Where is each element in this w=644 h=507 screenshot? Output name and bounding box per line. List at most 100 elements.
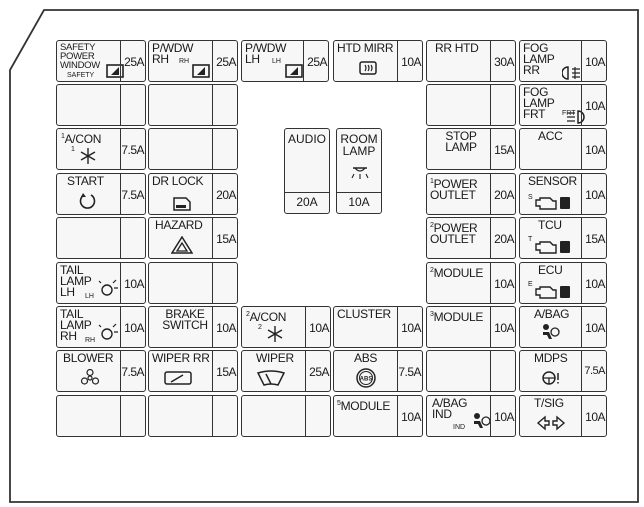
fuse-amp-divider [397, 41, 398, 81]
fuse-amp-divider [490, 174, 491, 214]
fuse-label: BRAKE SWITCH [162, 307, 208, 332]
fuse-cluster: CLUSTER 10A [333, 306, 423, 348]
fuse-amp: 15A [494, 143, 514, 157]
start-button-icon [79, 193, 96, 209]
fuse-module-5: 5MODULE 10A [333, 395, 423, 437]
fuse-sensor: SENSOR S 10A [519, 173, 607, 215]
fuse-amp-divider [490, 307, 491, 347]
fuse-amp-divider [397, 351, 398, 391]
fuse-amp-divider [120, 307, 121, 347]
fuse-divider [337, 192, 381, 193]
fuse-abag-ind: A/BAG IND IND 10A [426, 395, 516, 437]
fuse-label: P/WDW RH [152, 41, 194, 66]
fuse-amp: 10A [585, 321, 605, 335]
fuse-label: 5MODULE [337, 399, 391, 413]
fuse-amp-divider [581, 307, 582, 347]
hazard-triangle-icon [171, 236, 193, 254]
door-lock-icon [173, 197, 191, 211]
fuse-amp: 10A [401, 55, 421, 69]
fuse-empty [426, 350, 516, 392]
fuse-empty [56, 84, 146, 126]
steering-warning-icon [542, 371, 559, 385]
fuse-amp: 15A [216, 232, 236, 246]
fuse-amp-divider [305, 351, 306, 391]
fuse-hazard: HAZARD 15A [148, 217, 238, 259]
fuse-acon-1: 1A/CON 1 7.5A [56, 128, 146, 170]
fuse-amp-divider [212, 396, 213, 436]
fuse-tail-lamp-lh: TAIL LAMP LH LH 10A [56, 262, 146, 304]
fuse-fog-lamp-frt: FOG LAMP FRT FRT 10A [519, 84, 607, 126]
fuse-amp: 7.5A [121, 365, 144, 379]
turn-signal-icon [536, 415, 566, 431]
tail-lamp-icon [98, 279, 118, 296]
fuse-amp-divider [212, 129, 213, 169]
fuse-amp-divider [397, 396, 398, 436]
fuse-sub-label: S [528, 194, 533, 201]
fuse-abs: ABS ABS 7.5A [333, 350, 423, 392]
fuse-empty [148, 128, 238, 170]
fuse-amp-divider [581, 396, 582, 436]
fuse-label: TAIL LAMP LH [60, 263, 92, 299]
fuse-amp-divider [212, 351, 213, 391]
fuse-brake-switch: BRAKE SWITCH 10A [148, 306, 238, 348]
fuse-amp-divider [303, 41, 304, 81]
fuse-rr-htd: RR HTD 30A [426, 40, 516, 82]
fuse-ecu: ECU E 10A [519, 262, 607, 304]
fuse-amp: 7.5A [398, 365, 421, 379]
fuse-sub-label: IND [453, 424, 466, 431]
fuse-amp-divider [120, 396, 121, 436]
fuse-amp: 15A [585, 232, 605, 246]
fuse-audio: AUDIO 20A [284, 128, 330, 214]
fuse-power-outlet-2: 2POWER OUTLET 20A [426, 217, 516, 259]
fuse-amp-divider [305, 396, 306, 436]
fuse-empty [56, 217, 146, 259]
fuse-amp-divider [581, 174, 582, 214]
fuse-label: CLUSTER [337, 307, 391, 321]
fuse-amp-divider [581, 41, 582, 81]
fuse-amp-divider [581, 129, 582, 169]
engine-tcu-icon [535, 241, 570, 254]
fuse-label: STOP LAMP [445, 129, 477, 154]
fuse-sub-label: RH [85, 337, 96, 344]
fuse-amp: 10A [585, 188, 605, 202]
fuse-label: ACC [538, 129, 563, 143]
fuse-amp-divider [212, 218, 213, 258]
fuse-amp-divider [490, 396, 491, 436]
fuse-empty [148, 395, 238, 437]
fuse-wiper-rr: WIPER RR 15A [148, 350, 238, 392]
fuse-safety-power-window: SAFETY POWER WINDOW SAFETY 25A [56, 40, 146, 82]
room-lamp-icon [351, 167, 369, 179]
fuse-power-outlet-1: 1POWER OUTLET 20A [426, 173, 516, 215]
fuse-acon-2: 2A/CON 2 10A [241, 306, 331, 348]
fuse-amp: 25A [309, 365, 329, 379]
fuse-label: FOG LAMP FRT [523, 85, 555, 121]
fuse-amp: 20A [216, 188, 236, 202]
fuse-amp: 10A [585, 99, 605, 113]
fuse-amp: 30A [494, 55, 514, 69]
fuse-label: HAZARD [155, 218, 203, 232]
fuse-amp-divider [212, 307, 213, 347]
fuse-label: A/BAG [534, 307, 570, 321]
fuse-amp-divider [490, 41, 491, 81]
fuse-room-lamp: ROOM LAMP 10A [336, 128, 382, 214]
fuse-amp: 25A [307, 55, 327, 69]
engine-ecu-icon [535, 286, 570, 299]
fuse-sub-label: 2 [258, 324, 262, 331]
fuse-label: 3MODULE [430, 310, 484, 324]
fuse-amp-divider [490, 263, 491, 303]
fuse-empty [148, 84, 238, 126]
snowflake-icon [267, 326, 283, 342]
fuse-label: FOG LAMP RR [523, 41, 555, 77]
fuse-amp: 10A [401, 410, 421, 424]
fuse-start: START 7.5A [56, 173, 146, 215]
window-switch-icon [285, 64, 303, 78]
fuse-sub-label: E [528, 281, 533, 288]
fuse-amp: 10A [216, 321, 236, 335]
fuse-amp: 20A [494, 232, 514, 246]
fuse-label: START [67, 174, 104, 188]
fuse-amp-divider [490, 351, 491, 391]
fuse-acc: ACC 10A [519, 128, 607, 170]
fuse-amp-divider [120, 174, 121, 214]
fuse-divider [285, 192, 329, 193]
fuse-amp-divider [490, 218, 491, 258]
